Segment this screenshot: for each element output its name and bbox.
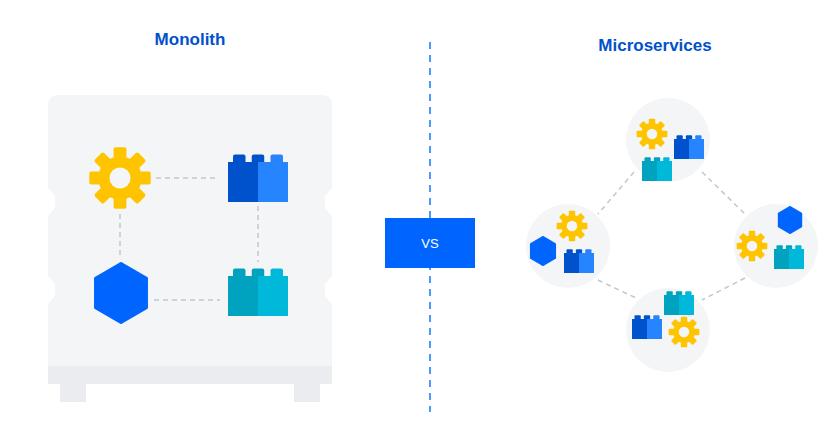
badge-text: VS xyxy=(421,236,438,251)
monolith-block: Monolith xyxy=(48,30,332,402)
lego-block xyxy=(632,315,662,339)
lego-block xyxy=(674,135,704,159)
hexagon-icon xyxy=(96,264,147,323)
hexagon-icon xyxy=(531,237,556,266)
column-heading: Microservices xyxy=(598,36,711,56)
dashed-link xyxy=(598,172,745,300)
lego-block xyxy=(228,155,288,203)
vs-badge: VS xyxy=(385,218,475,268)
service-circle xyxy=(526,98,818,372)
gear-icon xyxy=(669,317,700,348)
hexagon-icon xyxy=(779,207,802,234)
lego-block xyxy=(228,269,288,317)
gear-icon xyxy=(89,147,150,208)
gear-icon xyxy=(637,119,668,150)
gear-icon xyxy=(557,211,588,242)
lego-block xyxy=(774,245,804,269)
lego-block xyxy=(664,291,694,315)
lego-block xyxy=(642,157,672,181)
gear-icon xyxy=(737,231,768,262)
column-heading: Monolith xyxy=(48,30,332,50)
monolith-housing xyxy=(48,95,332,402)
lego-block xyxy=(564,249,594,273)
